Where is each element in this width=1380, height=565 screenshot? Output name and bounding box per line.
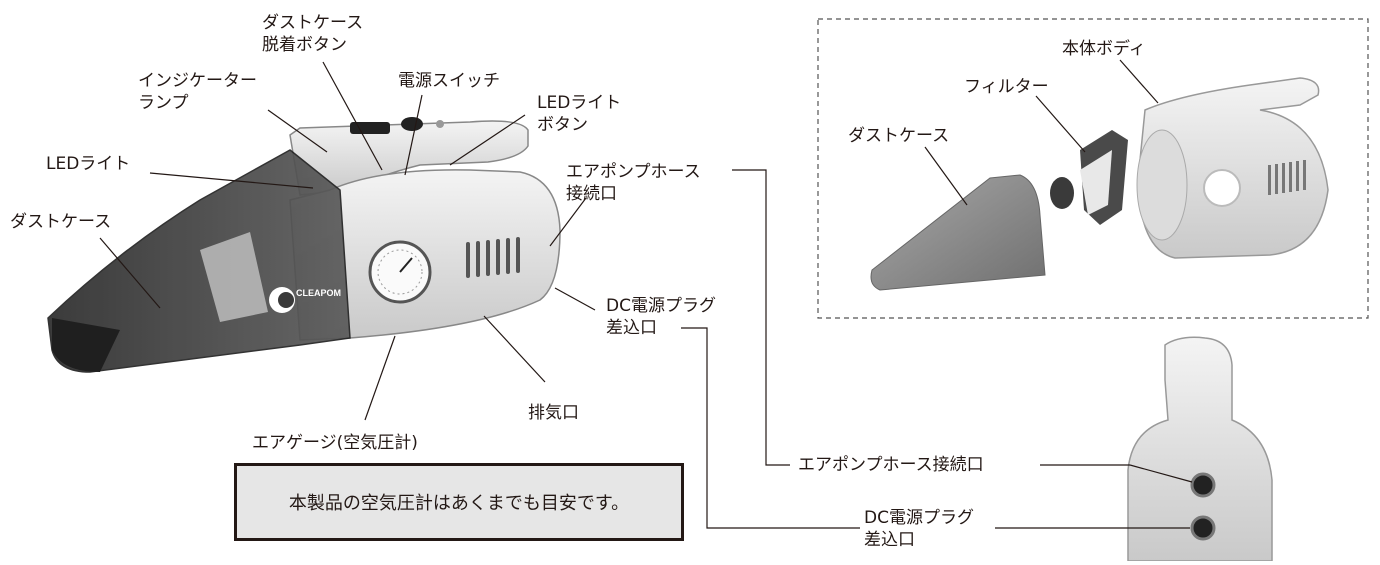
power-switch [401,117,423,131]
vent-slots [466,237,520,278]
brand-logo-text: CLEAPOM [296,288,341,298]
label-indicator-lamp-line2: ランプ [138,93,189,113]
exploded-dust-case [870,174,1046,291]
led-button [436,120,444,128]
label-rear-dc-plug-line2: 差込口 [864,530,915,550]
label-led-button: LEDライト ボタン [537,92,621,136]
rear-air-pump-port [1190,472,1216,498]
label-dust-case-release: ダストケース 脱着ボタン [262,12,363,56]
label-indicator-lamp-line1: インジケーター [138,71,257,91]
label-air-pump-port-line1: エアポンプホース [566,162,701,182]
label-air-pump-port-line2: 接続口 [566,184,617,204]
label-exhaust: 排気口 [528,403,579,423]
dust-case-main [47,149,351,373]
label-led-button-line1: LEDライト [537,93,622,113]
label-dust-case-release-line2: 脱着ボタン [262,35,347,55]
vacuum-main: CLEAPOM [47,117,561,373]
label-air-gauge: エアゲージ(空気圧計) [252,433,418,453]
filter-visible [200,232,268,322]
label-led-light: LEDライト [46,154,131,174]
label-power-switch: 電源スイッチ [398,71,500,91]
leader-lines [99,61,860,529]
label-dust-case-release-line1: ダストケース [262,13,364,33]
exploded-view-frame [817,18,1369,319]
label-air-pump-port: エアポンプホース 接続口 [566,161,701,205]
label-dc-plug-line1: DC電源プラグ [606,296,716,316]
label-indicator-lamp: インジケーター ランプ [138,70,257,114]
label-exploded-body: 本体ボディ [1062,39,1146,59]
label-dc-plug-line2: 差込口 [606,318,657,338]
exploded-body [1136,77,1329,259]
label-rear-air-pump-port: エアポンプホース接続口 [798,455,984,475]
label-rear-dc-plug: DC電源プラグ 差込口 [864,507,974,551]
indicator-lamp-panel [350,122,390,134]
label-dust-case: ダストケース [10,212,112,232]
rear-dc-port [1190,515,1216,541]
label-dc-plug: DC電源プラグ 差込口 [606,295,716,339]
rear-view [1127,336,1273,562]
exploded-filter [1050,130,1128,225]
note-text: 本製品の空気圧計はあくまでも目安です。 [288,493,630,514]
label-exploded-filter: フィルター [964,77,1049,97]
label-led-button-line2: ボタン [537,115,588,135]
note-box: 本製品の空気圧計はあくまでも目安です。 [234,463,684,541]
label-exploded-dust-case: ダストケース [848,126,950,146]
label-rear-dc-plug-line1: DC電源プラグ [864,508,974,528]
